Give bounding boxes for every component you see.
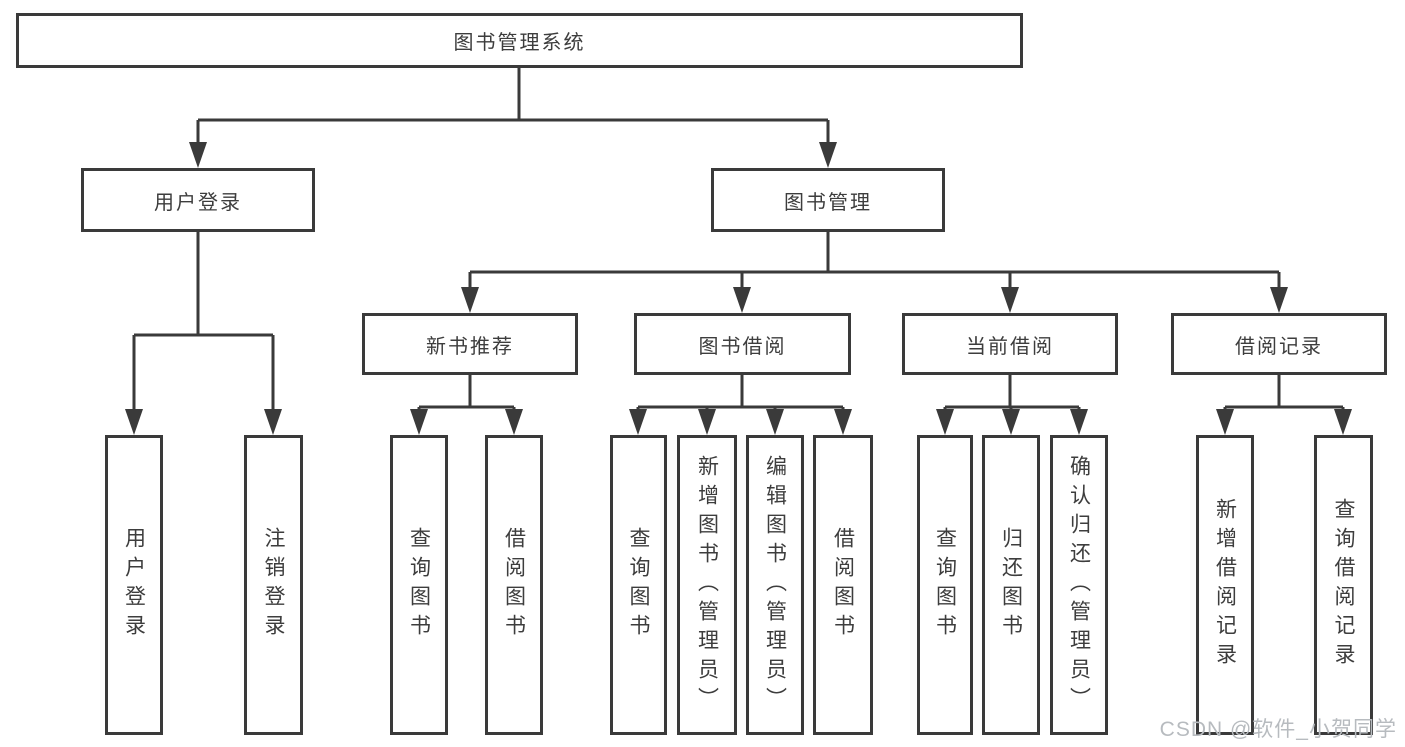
node-book-borrow: 图书借阅	[634, 313, 851, 375]
node-borrow-books-leaf: 借阅图书	[813, 435, 873, 735]
node-book-management: 图书管理	[711, 168, 945, 232]
node-user-login-leaf: 用户登录	[105, 435, 163, 735]
node-query-books-borrow: 查询图书	[610, 435, 667, 735]
node-logout: 注销登录	[244, 435, 303, 735]
arrowheads	[125, 142, 1352, 435]
node-confirm-return-admin: 确认归还（管理员）	[1050, 435, 1108, 735]
node-query-books-current: 查询图书	[917, 435, 973, 735]
node-borrow-books-recommend: 借阅图书	[485, 435, 543, 735]
node-new-book-recommend: 新书推荐	[362, 313, 578, 375]
node-library-system: 图书管理系统	[16, 13, 1023, 68]
connector-userlogin-to-leaves	[132, 232, 275, 415]
node-user-login: 用户登录	[81, 168, 315, 232]
connector-recommend-to-leaves	[417, 375, 516, 415]
connector-bookborrow-to-leaves	[636, 375, 845, 415]
connector-root-to-level2	[196, 68, 830, 150]
node-borrow-records: 借阅记录	[1171, 313, 1387, 375]
node-query-books-recommend: 查询图书	[390, 435, 448, 735]
node-add-borrow-record: 新增借阅记录	[1196, 435, 1254, 735]
watermark: CSDN @软件_小贺同学	[1159, 718, 1397, 741]
connector-bookmgmt-to-level3	[468, 232, 1281, 293]
node-current-borrow: 当前借阅	[902, 313, 1118, 375]
node-query-borrow-record: 查询借阅记录	[1314, 435, 1373, 735]
node-edit-books-admin: 编辑图书（管理员）	[746, 435, 804, 735]
node-return-books: 归还图书	[982, 435, 1040, 735]
node-add-books-admin: 新增图书（管理员）	[677, 435, 737, 735]
connector-records-to-leaves	[1223, 375, 1345, 415]
